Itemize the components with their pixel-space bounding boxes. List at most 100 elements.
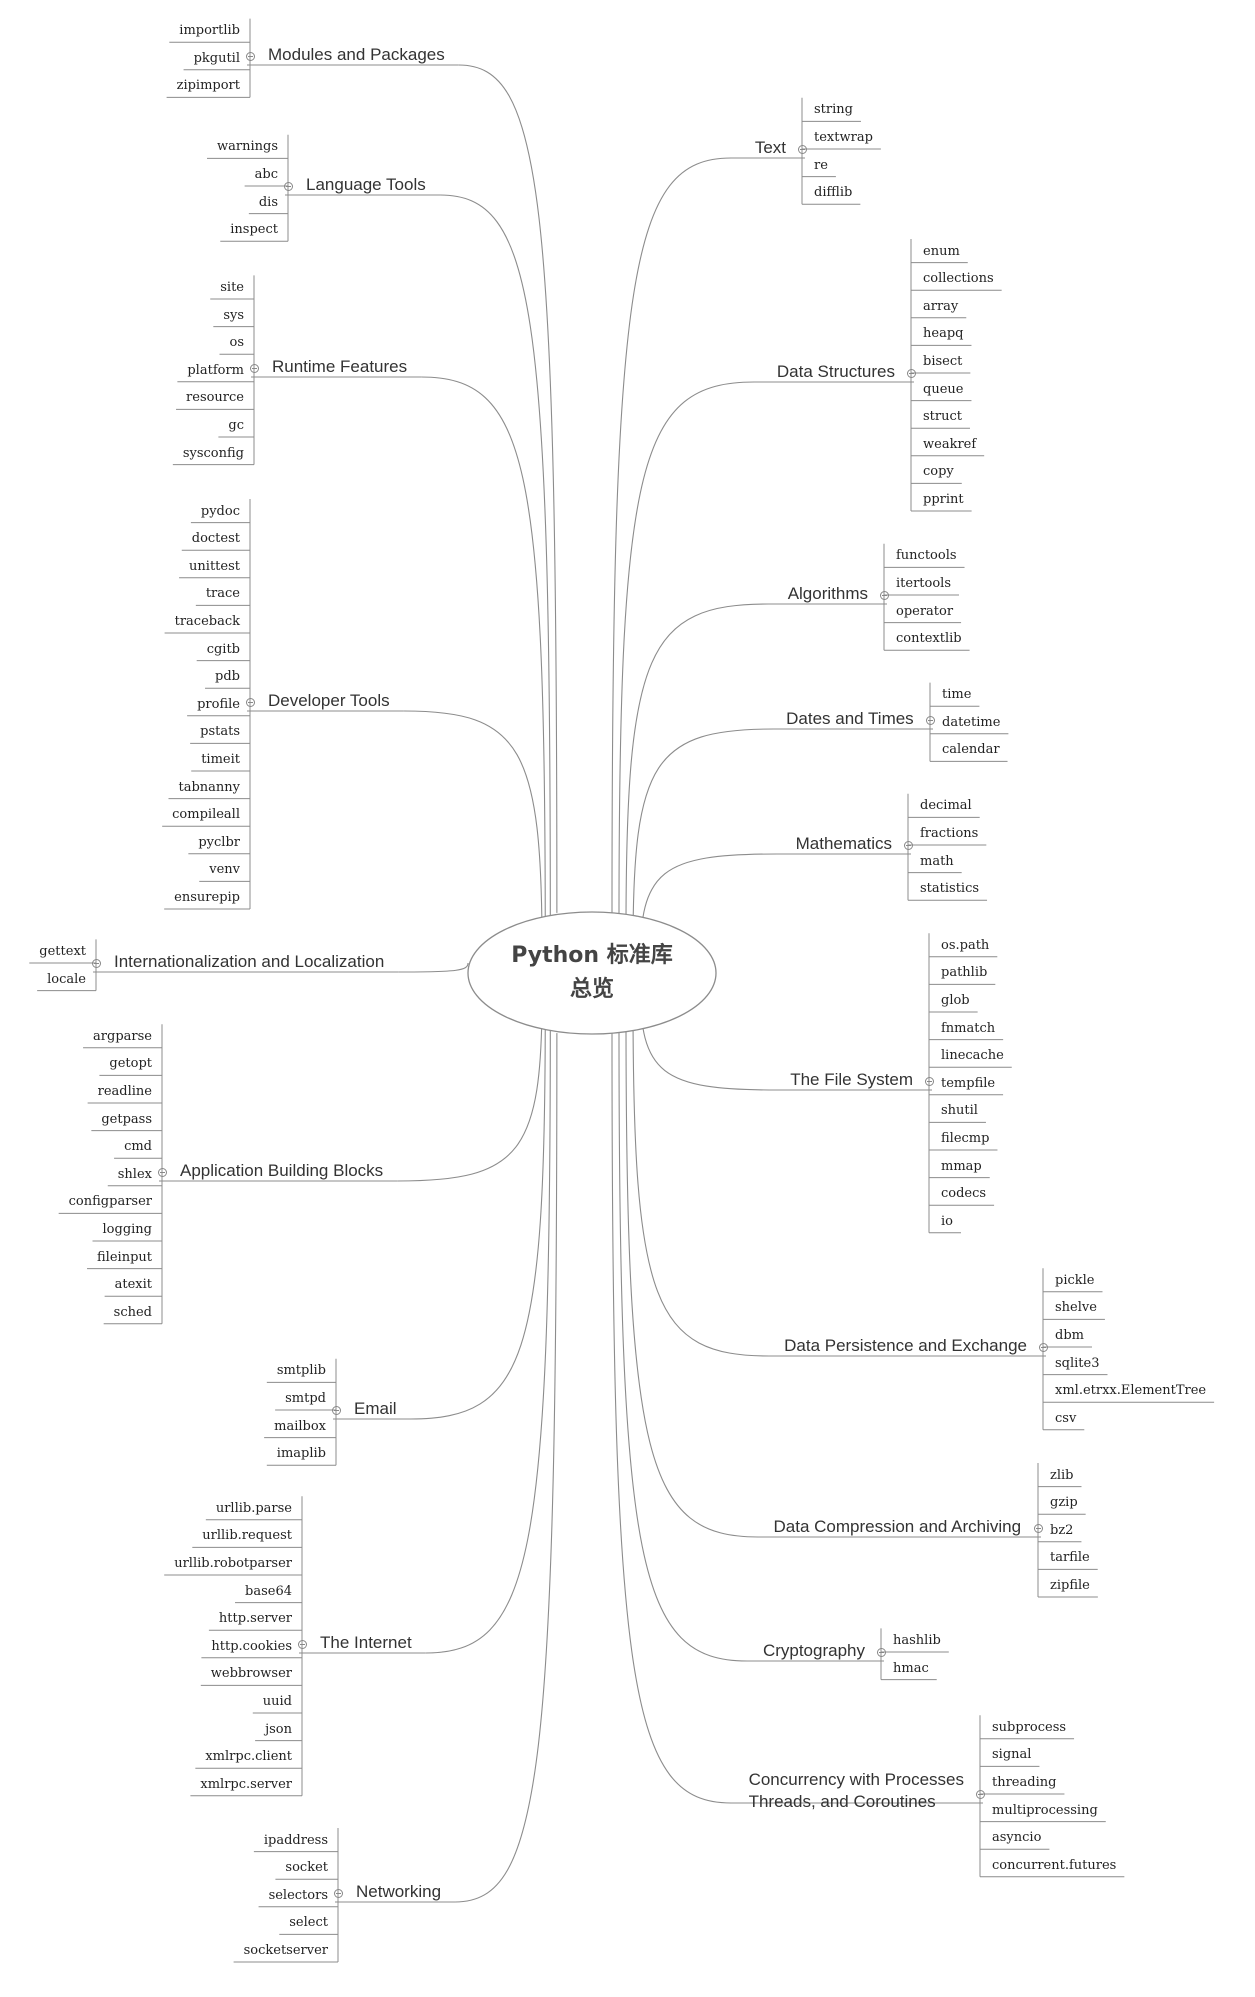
- leaf-asyncio[interactable]: asyncio: [992, 1830, 1042, 1846]
- leaf-resource[interactable]: resource: [186, 390, 244, 406]
- leaf-gc[interactable]: gc: [228, 418, 244, 433]
- collapse-icon[interactable]: [250, 364, 259, 373]
- leaf-os[interactable]: os: [229, 335, 245, 351]
- leaf-base64[interactable]: base64: [245, 1583, 292, 1599]
- leaf-enum[interactable]: enum: [923, 243, 960, 259]
- leaf-pdb[interactable]: pdb: [215, 669, 240, 685]
- leaf-doctest[interactable]: doctest: [191, 531, 240, 547]
- leaf-cgitb[interactable]: cgitb: [206, 641, 240, 657]
- leaf-mailbox[interactable]: mailbox: [274, 1418, 326, 1434]
- leaf-configparser[interactable]: configparser: [68, 1194, 152, 1210]
- leaf-functools[interactable]: functools: [896, 548, 957, 564]
- leaf-operator[interactable]: operator: [896, 603, 954, 619]
- leaf-csv[interactable]: csv: [1055, 1410, 1077, 1426]
- branch-label-algorithms[interactable]: Algorithms: [787, 584, 868, 603]
- leaf-struct[interactable]: struct: [923, 409, 962, 425]
- leaf-itertools[interactable]: itertools: [896, 576, 951, 591]
- leaf-shelve[interactable]: shelve: [1055, 1300, 1097, 1316]
- leaf-fractions[interactable]: fractions: [920, 826, 979, 841]
- leaf-shlex[interactable]: shlex: [117, 1166, 152, 1182]
- leaf-pyclbr[interactable]: pyclbr: [198, 834, 240, 850]
- leaf-ipaddress[interactable]: ipaddress: [263, 1832, 328, 1848]
- branch-label-concurrency-with-processes-threads-and-coroutines[interactable]: Concurrency with Processes Threads, and …: [748, 1770, 964, 1811]
- branch-label-internationalization-and-localization[interactable]: Internationalization and Localization: [114, 952, 385, 971]
- leaf-mmap[interactable]: mmap: [941, 1158, 982, 1174]
- leaf-fnmatch[interactable]: fnmatch: [941, 1020, 996, 1036]
- leaf-bz2[interactable]: bz2: [1050, 1522, 1074, 1538]
- leaf-argparse[interactable]: argparse: [93, 1028, 152, 1044]
- leaf-fileinput[interactable]: fileinput: [97, 1249, 152, 1265]
- leaf-collections[interactable]: collections: [923, 271, 994, 287]
- leaf-statistics[interactable]: statistics: [920, 881, 980, 897]
- leaf-glob[interactable]: glob: [941, 993, 970, 1008]
- leaf-getpass[interactable]: getpass: [101, 1111, 152, 1127]
- leaf-pickle[interactable]: pickle: [1055, 1272, 1095, 1288]
- leaf-sqlite3[interactable]: sqlite3: [1055, 1355, 1100, 1371]
- branch-label-networking[interactable]: Networking: [356, 1882, 442, 1901]
- collapse-icon[interactable]: [246, 52, 255, 61]
- branch-label-application-building-blocks[interactable]: Application Building Blocks: [180, 1161, 384, 1180]
- leaf-smtplib[interactable]: smtplib: [276, 1363, 326, 1379]
- leaf-textwrap[interactable]: textwrap: [814, 130, 873, 145]
- branch-label-mathematics[interactable]: Mathematics: [795, 834, 892, 853]
- leaf-subprocess[interactable]: subprocess: [992, 1719, 1067, 1735]
- leaf-abc[interactable]: abc: [254, 167, 278, 182]
- leaf-warnings[interactable]: warnings: [217, 139, 278, 155]
- leaf-unittest[interactable]: unittest: [189, 558, 240, 574]
- branch-label-data-persistence-and-exchange[interactable]: Data Persistence and Exchange: [784, 1336, 1027, 1355]
- leaf-traceback[interactable]: traceback: [174, 614, 240, 629]
- leaf-json[interactable]: json: [265, 1721, 292, 1737]
- leaf-gzip[interactable]: gzip: [1050, 1495, 1078, 1511]
- leaf-zipimport[interactable]: zipimport: [176, 78, 240, 94]
- collapse-icon[interactable]: [298, 1640, 307, 1649]
- leaf-uuid[interactable]: uuid: [262, 1694, 292, 1709]
- collapse-icon[interactable]: [926, 716, 935, 725]
- leaf-re[interactable]: re: [814, 157, 828, 173]
- leaf-difflib[interactable]: difflib: [814, 185, 853, 201]
- leaf-zipfile[interactable]: zipfile: [1050, 1578, 1090, 1593]
- branch-label-the-file-system[interactable]: The File System: [790, 1070, 913, 1089]
- branch-label-email[interactable]: Email: [354, 1399, 397, 1418]
- leaf-linecache[interactable]: linecache: [941, 1048, 1004, 1064]
- leaf-sys[interactable]: sys: [223, 307, 244, 323]
- branch-label-runtime-features[interactable]: Runtime Features: [272, 357, 408, 376]
- leaf-imaplib[interactable]: imaplib: [276, 1446, 326, 1462]
- leaf-calendar[interactable]: calendar: [942, 742, 1000, 758]
- branch-label-data-structures[interactable]: Data Structures: [776, 362, 895, 381]
- leaf-site[interactable]: site: [220, 280, 244, 295]
- leaf-concurrent-futures[interactable]: concurrent.futures: [992, 1857, 1117, 1873]
- leaf-multiprocessing[interactable]: multiprocessing: [992, 1802, 1098, 1818]
- leaf-hashlib[interactable]: hashlib: [893, 1633, 941, 1648]
- collapse-icon[interactable]: [284, 182, 293, 191]
- leaf-shutil[interactable]: shutil: [941, 1103, 978, 1119]
- leaf-contextlib[interactable]: contextlib: [896, 631, 962, 647]
- collapse-icon[interactable]: [332, 1406, 341, 1415]
- leaf-copy[interactable]: copy: [923, 464, 954, 480]
- leaf-bisect[interactable]: bisect: [923, 354, 963, 369]
- leaf-socketserver[interactable]: socketserver: [243, 1943, 328, 1958]
- leaf-urllib-request[interactable]: urllib.request: [202, 1528, 292, 1544]
- collapse-icon[interactable]: [907, 369, 916, 378]
- leaf-webbrowser[interactable]: webbrowser: [210, 1666, 292, 1682]
- leaf-urllib-robotparser[interactable]: urllib.robotparser: [174, 1556, 292, 1571]
- leaf-pathlib[interactable]: pathlib: [941, 965, 988, 981]
- leaf-signal[interactable]: signal: [992, 1747, 1032, 1763]
- leaf-trace[interactable]: trace: [205, 586, 240, 602]
- leaf-platform[interactable]: platform: [187, 362, 244, 378]
- leaf-math[interactable]: math: [920, 853, 954, 869]
- collapse-icon[interactable]: [158, 1168, 167, 1177]
- leaf-sched[interactable]: sched: [113, 1304, 152, 1320]
- leaf-threading[interactable]: threading: [992, 1775, 1057, 1790]
- leaf-dis[interactable]: dis: [258, 194, 278, 210]
- leaf-datetime[interactable]: datetime: [942, 714, 1001, 730]
- center-node[interactable]: Python 标准库 总览: [466, 910, 718, 1036]
- collapse-icon[interactable]: [1034, 1524, 1043, 1533]
- collapse-icon[interactable]: [1039, 1343, 1048, 1352]
- leaf-timeit[interactable]: timeit: [201, 752, 240, 767]
- leaf-decimal[interactable]: decimal: [920, 798, 972, 814]
- leaf-pkgutil[interactable]: pkgutil: [193, 50, 240, 66]
- leaf-locale[interactable]: locale: [47, 971, 86, 987]
- leaf-os-path[interactable]: os.path: [941, 937, 990, 953]
- leaf-compileall[interactable]: compileall: [172, 807, 240, 823]
- leaf-profile[interactable]: profile: [197, 696, 240, 712]
